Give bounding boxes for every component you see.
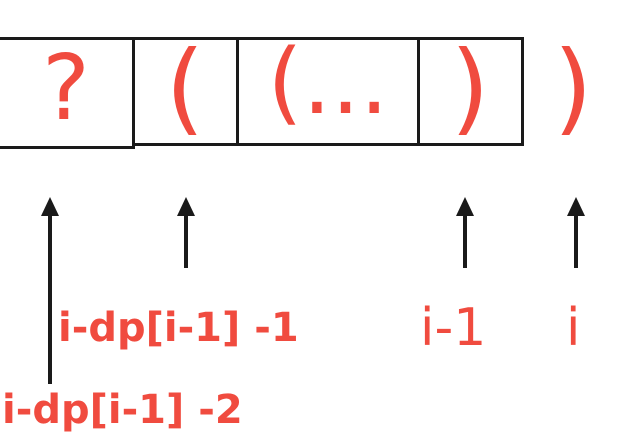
arrow-head-current-close-paren [567,197,585,216]
cell-char-unknown: ? [42,36,90,141]
label-current-index: i [566,298,581,358]
arrow-head-open-paren [177,197,195,216]
cell-char-inner-sequence: (... [267,30,389,135]
arrow-head-unknown-cell [41,197,59,216]
cell-box-unknown [0,37,135,149]
cell-char-current-close-paren: ) [553,29,593,146]
cell-char-close-paren: ) [450,29,490,146]
label-start-minus-one: i-dp[i-1] -1 [58,305,299,351]
arrow-head-prev-close-paren [456,197,474,216]
cell-box-open-paren [132,37,239,146]
cell-char-open-paren: ( [165,29,205,146]
label-start-minus-two: i-dp[i-1] -2 [2,387,243,433]
cell-box-inner-sequence [236,37,420,146]
label-prev-index: i-1 [420,298,487,358]
cell-box-close-paren [417,37,524,146]
